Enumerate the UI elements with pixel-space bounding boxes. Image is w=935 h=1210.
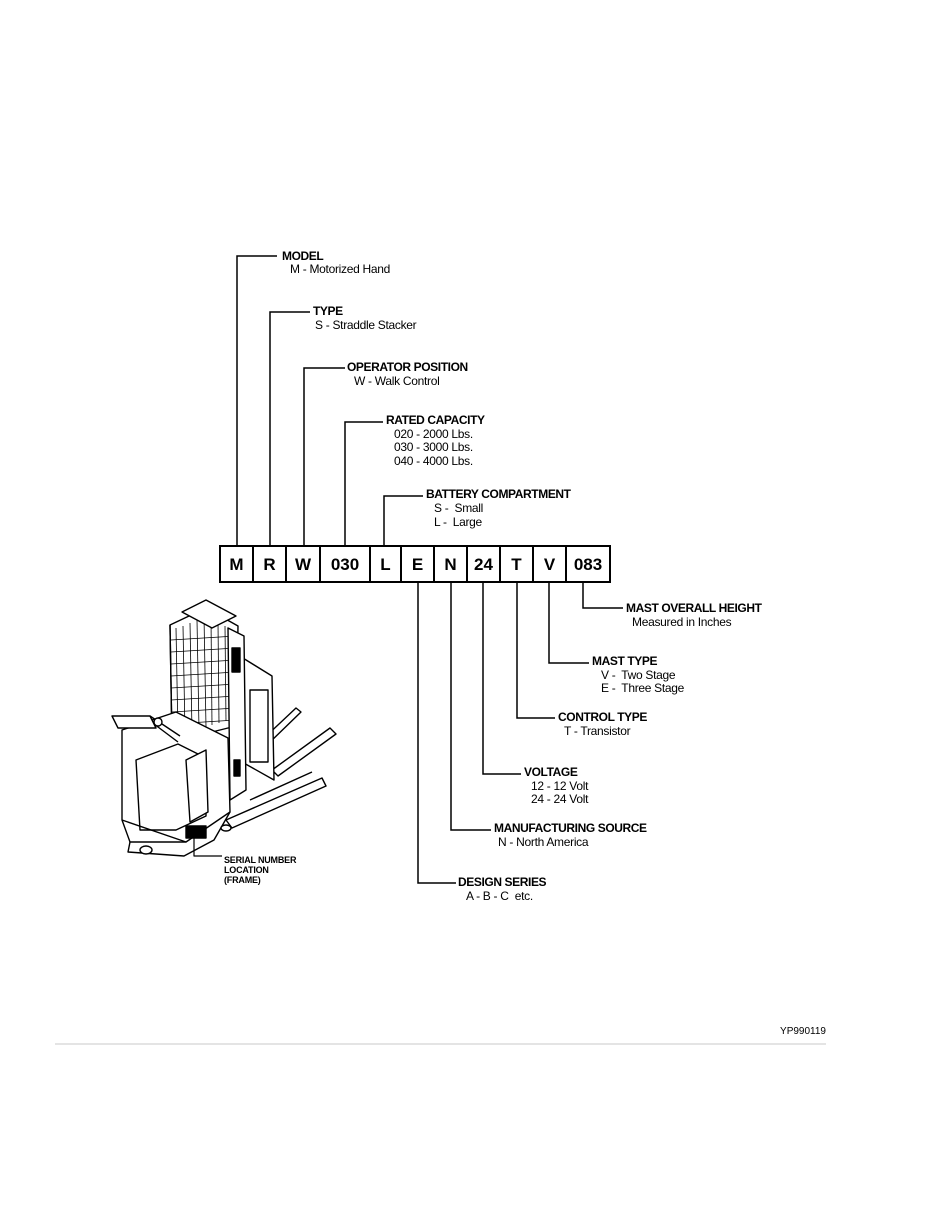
field-desc: 12 - 12 Volt <box>531 779 589 793</box>
code-box-text: R <box>263 555 275 574</box>
field-manufacturing-source: MANUFACTURING SOURCE N - North America <box>494 821 647 849</box>
field-title: BATTERY COMPARTMENT <box>426 487 572 501</box>
code-box-text: W <box>295 555 312 574</box>
field-operator-position: OPERATOR POSITION W - Walk Control <box>347 360 468 388</box>
field-title: OPERATOR POSITION <box>347 360 468 374</box>
field-desc: 24 - 24 Volt <box>531 792 589 806</box>
field-desc: S - Small <box>434 501 483 515</box>
field-title: VOLTAGE <box>524 765 578 779</box>
code-box-text: E <box>412 555 423 574</box>
field-mast-overall-height: MAST OVERALL HEIGHT Measured in Inches <box>626 601 763 629</box>
field-title: MANUFACTURING SOURCE <box>494 821 647 835</box>
code-box-design <box>400 545 435 583</box>
field-title: RATED CAPACITY <box>386 413 485 427</box>
code-box-text: L <box>380 555 390 574</box>
field-title: DESIGN SERIES <box>458 875 547 889</box>
code-box-mast-height <box>565 545 611 583</box>
code-box-text: 24 <box>474 555 493 574</box>
figure-reference: YP990119 <box>780 1026 826 1037</box>
field-desc: A - B - C etc. <box>466 889 533 903</box>
serial-label-line-3: (FRAME) <box>224 875 261 885</box>
field-title: CONTROL TYPE <box>558 710 647 724</box>
field-title: MAST TYPE <box>592 654 657 668</box>
field-voltage: VOLTAGE 12 - 12 Volt 24 - 24 Volt <box>524 765 589 806</box>
field-model: MODEL M - Motorized Hand <box>282 249 390 276</box>
field-desc: S - Straddle Stacker <box>315 318 417 332</box>
field-desc: V - Two Stage <box>601 668 676 682</box>
code-box-battery <box>369 545 402 583</box>
field-desc: N - North America <box>498 835 589 849</box>
code-box-source <box>433 545 468 583</box>
code-box-mast-type <box>532 545 567 583</box>
field-desc: T - Transistor <box>564 724 631 738</box>
code-box-voltage <box>466 545 501 583</box>
field-title: MODEL <box>282 249 323 263</box>
field-design-series: DESIGN SERIES A - B - C etc. <box>458 875 547 903</box>
leader-lines-bottom <box>417 582 623 884</box>
field-desc: L - Large <box>434 515 483 529</box>
field-desc: W - Walk Control <box>354 374 439 388</box>
walkie-stacker-illustration <box>111 599 337 857</box>
code-box-text: N <box>444 555 456 574</box>
code-box-text: 030 <box>331 555 359 574</box>
field-rated-capacity: RATED CAPACITY 020 - 2000 Lbs. 030 - 300… <box>386 413 485 468</box>
serial-label-line-2: LOCATION <box>224 865 269 875</box>
field-desc: 040 - 4000 Lbs. <box>394 454 473 468</box>
code-box-text: 083 <box>574 555 602 574</box>
code-box-text: M <box>229 555 243 574</box>
code-box-capacity <box>319 545 371 583</box>
field-desc: Measured in Inches <box>632 615 732 629</box>
field-battery-compartment: BATTERY COMPARTMENT S - Small L - Large <box>426 487 572 529</box>
code-box-type <box>252 545 287 583</box>
field-control-type: CONTROL TYPE T - Transistor <box>558 710 648 738</box>
field-desc: E - Three Stage <box>601 681 685 695</box>
field-desc: M - Motorized Hand <box>290 262 390 276</box>
model-code-boxes <box>219 545 611 583</box>
code-box-model <box>219 545 254 583</box>
code-box-text: V <box>544 555 556 574</box>
field-title: TYPE <box>313 304 343 318</box>
field-desc: 030 - 3000 Lbs. <box>394 440 473 454</box>
field-title: MAST OVERALL HEIGHT <box>626 601 763 615</box>
field-mast-type: MAST TYPE V - Two Stage E - Three Stage <box>592 654 685 695</box>
code-box-control <box>499 545 534 583</box>
field-desc: 020 - 2000 Lbs. <box>394 427 473 441</box>
code-box-text: T <box>511 555 522 574</box>
leader-lines-top <box>236 255 423 546</box>
serial-label-line-1: SERIAL NUMBER <box>224 855 297 865</box>
field-type: TYPE S - Straddle Stacker <box>313 304 417 332</box>
